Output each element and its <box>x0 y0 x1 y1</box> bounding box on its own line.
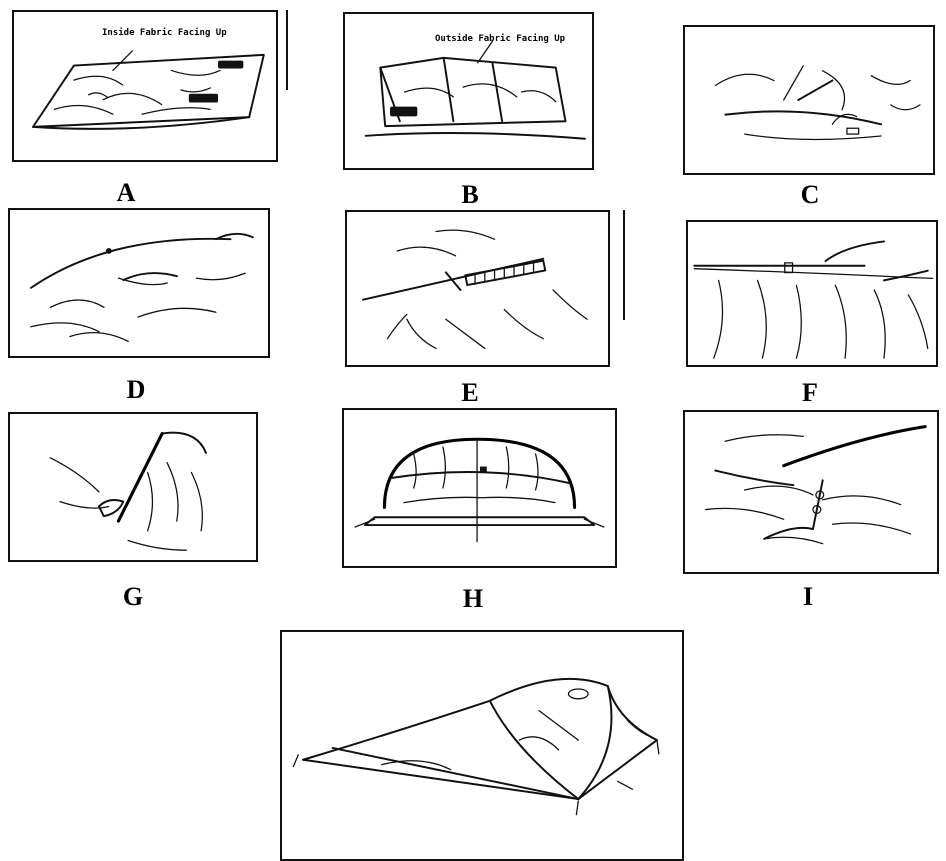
panel-d-label: D <box>106 375 166 405</box>
panel-j-illustration <box>282 632 682 859</box>
panel-f <box>686 220 938 367</box>
panel-i <box>683 410 939 574</box>
divider-line-a <box>286 10 288 90</box>
panel-e-illustration <box>347 212 608 365</box>
panel-h <box>342 408 617 568</box>
panel-c-label: C <box>780 180 840 210</box>
panel-b-caption: Outside Fabric Facing Up <box>435 34 565 44</box>
panel-a-caption: Inside Fabric Facing Up <box>102 28 227 38</box>
panel-i-illustration <box>685 412 937 572</box>
panel-c <box>683 25 935 175</box>
panel-d-illustration <box>10 210 268 356</box>
panel-d <box>8 208 270 358</box>
panel-e <box>345 210 610 367</box>
panel-a-label: A <box>96 178 156 208</box>
panel-g-label: G <box>103 582 163 612</box>
panel-g <box>8 412 258 562</box>
panel-f-label: F <box>780 378 840 408</box>
panel-h-illustration <box>344 410 615 566</box>
panel-b: Outside Fabric Facing Up <box>343 12 594 170</box>
panel-j <box>280 630 684 861</box>
panel-a: Inside Fabric Facing Up <box>12 10 278 162</box>
divider-line-e <box>623 210 625 320</box>
panel-f-illustration <box>688 222 936 365</box>
panel-g-illustration <box>10 414 256 560</box>
panel-b-label: B <box>440 180 500 210</box>
panel-c-illustration <box>685 27 933 173</box>
panel-e-label: E <box>440 378 500 408</box>
panel-h-label: H <box>443 584 503 614</box>
panel-i-label: I <box>778 582 838 612</box>
